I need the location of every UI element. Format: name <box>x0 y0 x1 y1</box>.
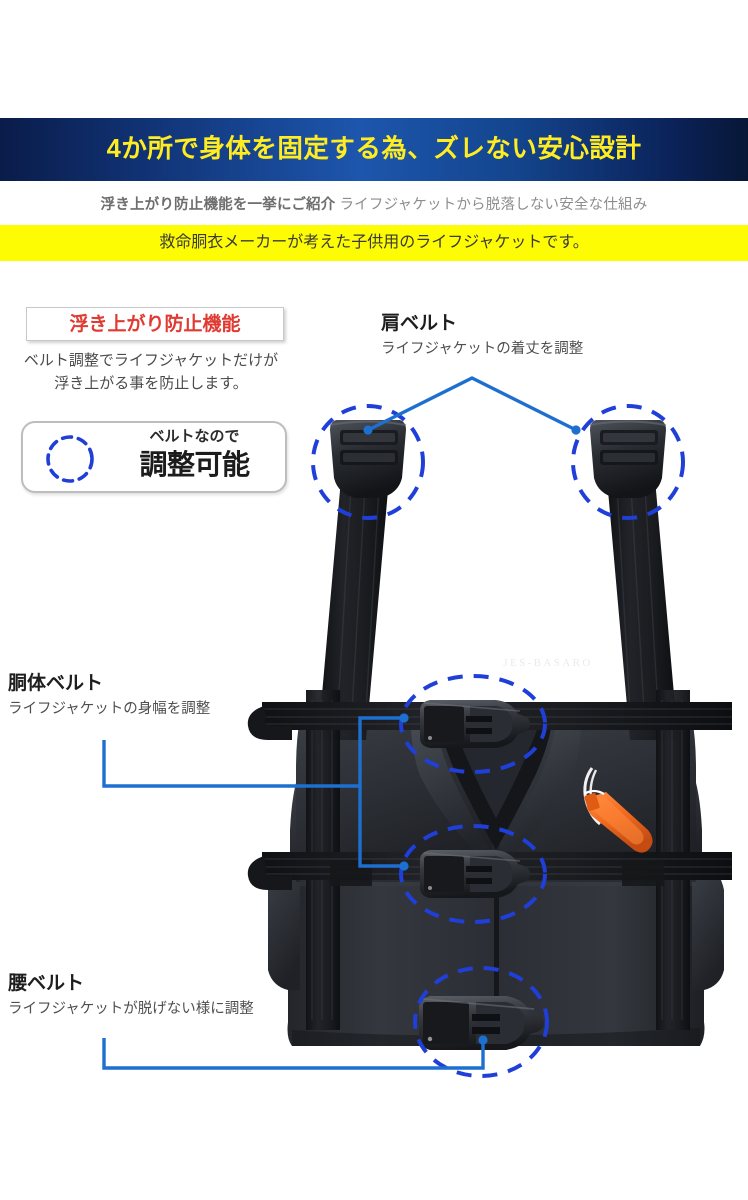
callout-waist-desc: ライフジャケットが脱げない様に調整 <box>8 1001 254 1017</box>
chest-buckle <box>420 700 530 748</box>
highlight-shoulder-right <box>571 404 685 520</box>
feature-description-line-2: 浮き上がる事を防止します。 <box>54 375 248 392</box>
subtitle-light-text: ライフジャケットから脱落しない安全な仕組み <box>339 197 648 213</box>
feature-description: ベルト調整でライフジャケットだけが 浮き上がる事を防止します。 <box>6 349 296 395</box>
callout-shoulder-title: 肩ベルト <box>381 313 458 334</box>
adjustable-badge-text: ベルトなので 調整可能 <box>107 427 282 483</box>
adjustable-badge-line-1: ベルトなので <box>149 428 240 445</box>
brand-logo-mark <box>512 602 584 650</box>
highlight-waist-buckle <box>413 966 549 1078</box>
brand-logo-text: JES-BASARO <box>503 657 592 669</box>
adjustable-badge-line-2: 調整可能 <box>139 449 250 480</box>
yellow-highlight-band: 救命胴衣メーカーが考えた子供用のライフジャケットです。 <box>0 225 748 261</box>
feature-description-line-1: ベルト調整でライフジャケットだけが <box>23 352 279 369</box>
subtitle-strong-text: 浮き上がり防止機能を一挙にご紹介 <box>100 197 336 213</box>
callout-torso-title: 胴体ベルト <box>8 673 104 694</box>
product-photo: JES-BASARO <box>0 270 748 1100</box>
callout-waist-belt: 腰ベルト ライフジャケットが脱げない様に調整 <box>8 972 254 1020</box>
feature-title-text: 浮き上がり防止機能 <box>69 314 241 335</box>
highlight-torso-buckle <box>399 824 547 924</box>
yellow-band-text: 救命胴衣メーカーが考えた子供用のライフジャケットです。 <box>159 234 589 251</box>
adjustable-badge: ベルトなので 調整可能 <box>21 421 287 493</box>
headline-text: 4か所で身体を固定する為、ズレない安心設計 <box>106 135 642 163</box>
callout-torso-desc: ライフジャケットの身幅を調整 <box>8 701 211 717</box>
waist-buckle <box>419 996 544 1050</box>
callout-shoulder-desc: ライフジャケットの着丈を調整 <box>381 341 584 357</box>
shoulder-buckle-right <box>589 420 667 498</box>
shoulder-buckle-left <box>329 420 407 498</box>
callout-waist-title: 腰ベルト <box>8 973 85 994</box>
torso-buckle-lower <box>420 850 530 898</box>
whistle <box>583 767 653 853</box>
dashed-circle-icon <box>46 435 94 483</box>
feature-title-box: 浮き上がり防止機能 <box>26 307 284 341</box>
callout-torso-belt: 胴体ベルト ライフジャケットの身幅を調整 <box>8 672 210 720</box>
headline-banner: 4か所で身体を固定する為、ズレない安心設計 <box>0 118 748 181</box>
callout-shoulder-belt: 肩ベルト ライフジャケットの着丈を調整 <box>381 312 583 360</box>
subtitle-row: 浮き上がり防止機能を一挙にご紹介ライフジャケットから脱落しない安全な仕組み <box>0 186 748 223</box>
